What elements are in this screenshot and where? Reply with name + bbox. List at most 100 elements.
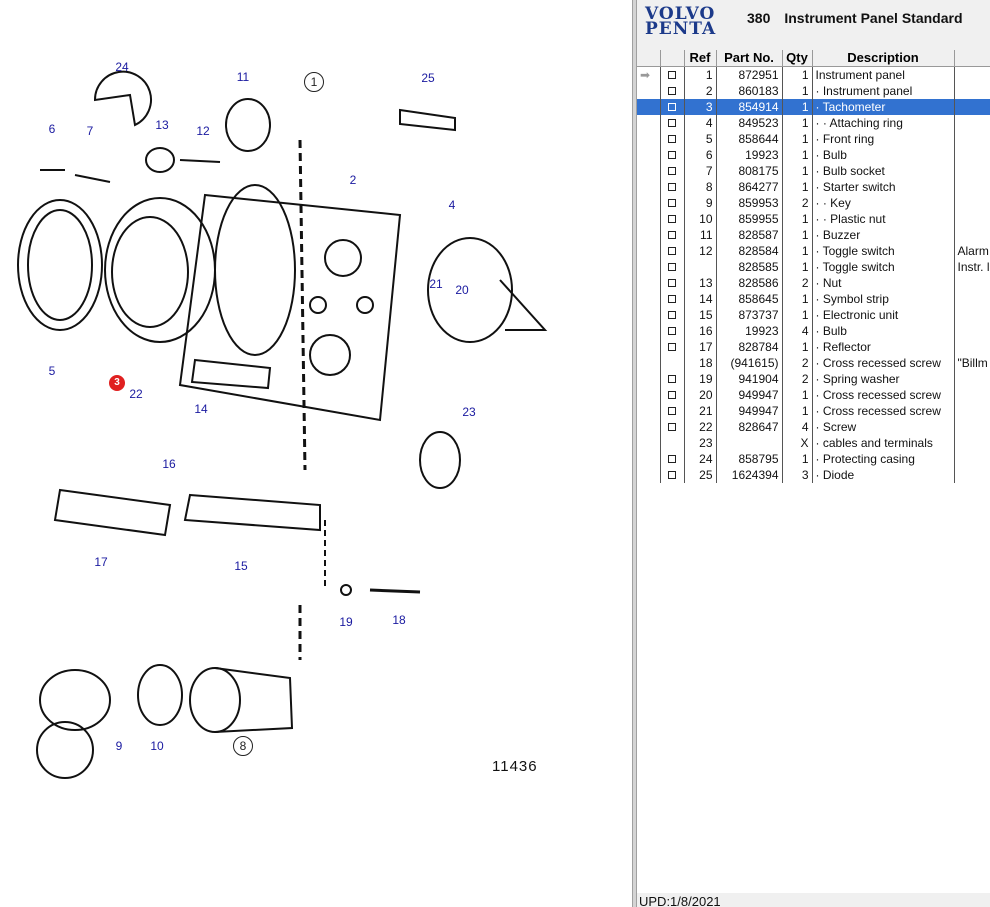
callout-9[interactable]: 9 bbox=[115, 739, 123, 753]
row-checkbox-cell[interactable] bbox=[660, 370, 685, 387]
callout-6[interactable]: 6 bbox=[48, 122, 56, 136]
table-row[interactable]: 18(941615)2· Cross recessed screw"Billm bbox=[637, 354, 990, 371]
row-checkbox-cell[interactable] bbox=[660, 162, 685, 179]
checkbox[interactable] bbox=[668, 262, 676, 271]
row-checkbox-cell[interactable] bbox=[660, 338, 685, 355]
column-header-1[interactable] bbox=[660, 50, 685, 67]
checkbox[interactable] bbox=[668, 278, 676, 287]
row-checkbox-cell[interactable] bbox=[660, 130, 685, 147]
callout-1[interactable]: 1 bbox=[304, 72, 324, 92]
checkbox[interactable] bbox=[668, 134, 676, 143]
column-header-part-no-[interactable]: Part No. bbox=[716, 50, 783, 67]
row-checkbox-cell[interactable] bbox=[660, 386, 685, 403]
row-checkbox-cell[interactable] bbox=[660, 274, 685, 291]
row-checkbox-cell[interactable] bbox=[660, 98, 685, 115]
row-checkbox-cell[interactable] bbox=[660, 210, 685, 227]
row-checkbox-cell[interactable] bbox=[660, 466, 685, 483]
callout-21[interactable]: 21 bbox=[429, 277, 443, 291]
row-checkbox-cell[interactable] bbox=[660, 402, 685, 419]
callout-7[interactable]: 7 bbox=[86, 124, 94, 138]
row-checkbox-cell[interactable] bbox=[660, 258, 685, 275]
callout-18[interactable]: 18 bbox=[392, 613, 406, 627]
callout-8[interactable]: 8 bbox=[233, 736, 253, 756]
row-checkbox-cell[interactable] bbox=[660, 322, 685, 339]
row-checkbox-cell[interactable] bbox=[660, 418, 685, 435]
row-checkbox-cell[interactable] bbox=[660, 306, 685, 323]
column-header-ref[interactable]: Ref bbox=[684, 50, 717, 67]
callout-5[interactable]: 5 bbox=[48, 364, 56, 378]
checkbox[interactable] bbox=[668, 454, 676, 463]
checkbox[interactable] bbox=[668, 230, 676, 239]
checkbox[interactable] bbox=[668, 310, 676, 319]
checkbox[interactable] bbox=[668, 294, 676, 303]
checkbox[interactable] bbox=[668, 390, 676, 399]
row-checkbox-cell[interactable] bbox=[660, 146, 685, 163]
checkbox[interactable] bbox=[668, 470, 676, 479]
row-checkbox-cell[interactable] bbox=[660, 242, 685, 259]
checkbox[interactable] bbox=[668, 374, 676, 383]
column-header-6[interactable] bbox=[954, 50, 990, 67]
callout-17[interactable]: 17 bbox=[94, 555, 108, 569]
checkbox[interactable] bbox=[668, 102, 676, 111]
callout-19[interactable]: 19 bbox=[339, 615, 353, 629]
row-checkbox-cell[interactable] bbox=[660, 66, 685, 83]
callout-24[interactable]: 24 bbox=[115, 60, 129, 74]
callout-25[interactable]: 25 bbox=[421, 71, 435, 85]
callout-22[interactable]: 22 bbox=[129, 387, 143, 401]
row-checkbox-cell[interactable] bbox=[660, 226, 685, 243]
callout-11[interactable]: 11 bbox=[236, 70, 250, 84]
row-checkbox-cell[interactable] bbox=[660, 434, 685, 451]
callout-3[interactable]: 3 bbox=[109, 375, 125, 391]
row-checkbox-cell[interactable] bbox=[660, 178, 685, 195]
callout-2[interactable]: 2 bbox=[349, 173, 357, 187]
callout-14[interactable]: 14 bbox=[194, 402, 208, 416]
callout-15[interactable]: 15 bbox=[234, 559, 248, 573]
callout-4[interactable]: 4 bbox=[448, 198, 456, 212]
checkbox[interactable] bbox=[668, 406, 676, 415]
checkbox[interactable] bbox=[668, 214, 676, 223]
checkbox[interactable] bbox=[668, 422, 676, 431]
row-checkbox-cell[interactable] bbox=[660, 114, 685, 131]
callout-16[interactable]: 16 bbox=[162, 457, 176, 471]
checkbox[interactable] bbox=[668, 326, 676, 335]
callout-13[interactable]: 13 bbox=[155, 118, 169, 132]
checkbox[interactable] bbox=[668, 70, 676, 79]
row-checkbox-cell[interactable] bbox=[660, 194, 685, 211]
row-checkbox-cell[interactable] bbox=[660, 82, 685, 99]
checkbox[interactable] bbox=[668, 86, 676, 95]
column-header-description[interactable]: Description bbox=[812, 50, 955, 67]
panel-splitter[interactable] bbox=[632, 0, 637, 907]
callout-10[interactable]: 10 bbox=[150, 739, 164, 753]
checkbox[interactable] bbox=[668, 118, 676, 127]
checkbox[interactable] bbox=[668, 198, 676, 207]
checkbox[interactable] bbox=[668, 166, 676, 175]
row-checkbox-cell[interactable] bbox=[660, 354, 685, 371]
column-header-qty[interactable]: Qty bbox=[782, 50, 813, 67]
checkbox[interactable] bbox=[668, 182, 676, 191]
callout-12[interactable]: 12 bbox=[196, 124, 210, 138]
